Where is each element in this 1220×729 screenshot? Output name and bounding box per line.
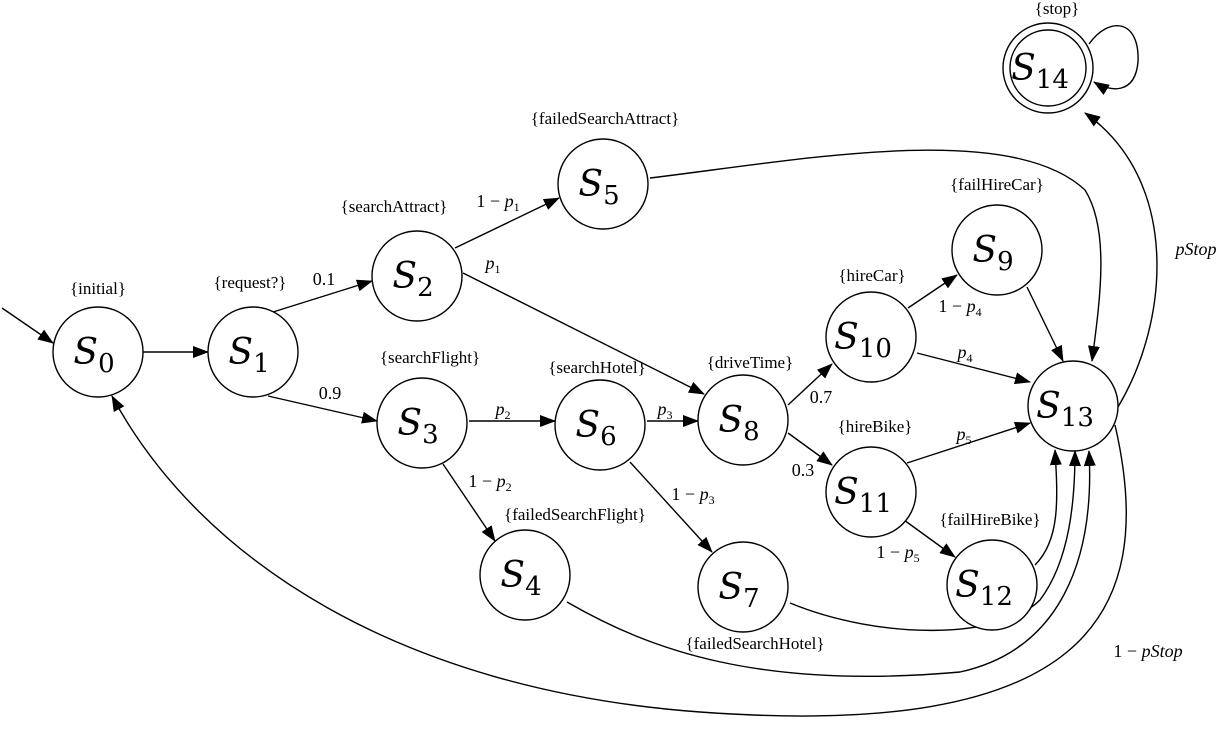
state-s2: S2 {searchAttract}	[341, 197, 463, 322]
edge-s6-to-s7	[629, 461, 713, 553]
edge-s10-to-s13	[916, 352, 1031, 385]
state-circle	[554, 379, 646, 471]
state-circle	[697, 374, 789, 466]
state-circle	[1027, 360, 1119, 452]
state-name: S0	[73, 332, 114, 379]
edge-s3-to-s6-label: p2	[494, 399, 511, 422]
state-s11: S11 {hireBike}	[825, 417, 917, 538]
edge-s11-to-s12	[903, 519, 956, 558]
state-name: S5	[578, 164, 619, 211]
edge-s6-to-s8-label: p3	[656, 399, 673, 422]
state-proposition-label: {stop}	[1035, 0, 1080, 18]
edge-s11-to-s13-label: p5	[955, 424, 972, 447]
edge-s8-to-s11	[787, 432, 833, 466]
state-proposition-label: {initial}	[70, 279, 126, 298]
edge-s14-to-s14	[1088, 25, 1139, 96]
edge-s11-to-s13	[906, 421, 1031, 464]
state-circle	[825, 291, 917, 383]
edge-s1-to-s3	[267, 395, 378, 424]
state-proposition-label: {driveTime}	[707, 353, 794, 372]
state-circle	[697, 541, 789, 633]
state-proposition-label: {failedSearchFlight}	[504, 505, 646, 524]
state-circle	[951, 204, 1043, 296]
state-name: S11	[834, 472, 892, 519]
edge-s2-to-s5	[454, 197, 560, 249]
edge-s10-to-s9-label: 1 − p4	[938, 296, 981, 319]
accepting-inner-circle	[1009, 29, 1087, 107]
state-circle	[825, 446, 917, 538]
edge-s2-to-s5-label: 1 − p1	[476, 191, 519, 214]
edge-s9-to-s13	[1026, 286, 1064, 362]
edge-s3-to-s4	[442, 463, 496, 542]
edge-s13-to-s14-label: pStop	[1173, 239, 1216, 259]
edge-s8-to-s11-label: 0.3	[792, 460, 815, 480]
state-circle	[52, 306, 144, 398]
state-name: S10	[834, 317, 892, 364]
state-proposition-label: {failHireBike}	[939, 510, 1040, 529]
edge-s2-to-s8	[462, 272, 705, 395]
state-s6: S6 {searchHotel}	[548, 358, 646, 471]
state-circle	[557, 138, 649, 230]
state-name: S9	[972, 230, 1013, 277]
state-proposition-label: {hireCar}	[838, 266, 905, 285]
state-proposition-label: {searchFlight}	[380, 348, 480, 367]
edge-s8-to-s10-label: 0.7	[810, 387, 833, 407]
state-name: S3	[397, 403, 438, 450]
state-s5: S5 {failedSearchAttract}	[531, 109, 679, 230]
state-s7: S7 {failedSearchHotel}	[685, 541, 825, 653]
edge-s3-to-s4-label: 1 − p2	[468, 471, 511, 494]
state-circle	[371, 230, 463, 322]
state-name: S6	[575, 405, 616, 452]
state-name: S4	[500, 555, 541, 602]
state-circle	[479, 529, 571, 621]
edge-s13-to-s0	[111, 395, 1127, 717]
state-name: S2	[392, 256, 433, 303]
state-s13: S13	[1027, 360, 1119, 452]
state-s14: S14 {stop}	[1002, 0, 1094, 114]
state-s10: S10 {hireCar}	[825, 266, 917, 383]
edge-s4-to-s13	[566, 450, 1096, 678]
state-circle	[207, 306, 299, 398]
edge-s13-to-s14	[1084, 112, 1158, 408]
state-s1: S1 {request?}	[207, 273, 299, 398]
state-circle	[946, 539, 1038, 631]
state-name: S13	[1036, 386, 1094, 433]
state-proposition-label: {failHireCar}	[950, 175, 1044, 194]
state-proposition-label: {searchAttract}	[341, 197, 448, 216]
edge-s1-to-s2	[272, 279, 373, 313]
state-name: S7	[718, 567, 759, 614]
state-proposition-label: {request?}	[214, 273, 287, 292]
state-proposition-label: {hireBike}	[838, 417, 913, 436]
state-s12: S12 {failHireBike}	[939, 510, 1041, 631]
edge-start-to-s0	[1, 307, 54, 344]
state-proposition-label: {searchHotel}	[548, 358, 646, 377]
state-name: S12	[955, 565, 1013, 612]
edge-s1-to-s3-label: 0.9	[319, 383, 342, 403]
edge-s1-to-s2-label: 0.1	[313, 269, 336, 289]
state-s8: S8 {driveTime}	[697, 353, 794, 466]
edge-s2-to-s8-label: p1	[484, 253, 501, 276]
state-proposition-label: {failedSearchHotel}	[685, 634, 824, 653]
edge-s12-to-s13	[1034, 449, 1062, 566]
state-circle	[376, 377, 468, 469]
edge-s8-to-s10	[787, 363, 833, 406]
state-name: S1	[228, 332, 269, 379]
edge-s10-to-s13-label: p4	[956, 342, 973, 365]
edge-s10-to-s9	[907, 274, 958, 309]
edge-s5-to-s13	[649, 149, 1102, 362]
edge-s11-to-s12-label: 1 − p5	[876, 542, 919, 565]
state-proposition-label: {failedSearchAttract}	[531, 109, 679, 128]
state-name: S8	[718, 400, 759, 447]
state-s9: S9 {failHireCar}	[950, 175, 1044, 296]
edge-s13-to-s0-label: 1 − pStop	[1113, 641, 1182, 661]
state-name: S14	[1011, 48, 1069, 95]
state-s4: S4 {failedSearchFlight}	[479, 505, 646, 621]
state-s0: S0 {initial}	[52, 279, 144, 398]
state-s3: S3 {searchFlight}	[376, 348, 480, 469]
edge-s6-to-s7-label: 1 − p3	[671, 484, 714, 507]
